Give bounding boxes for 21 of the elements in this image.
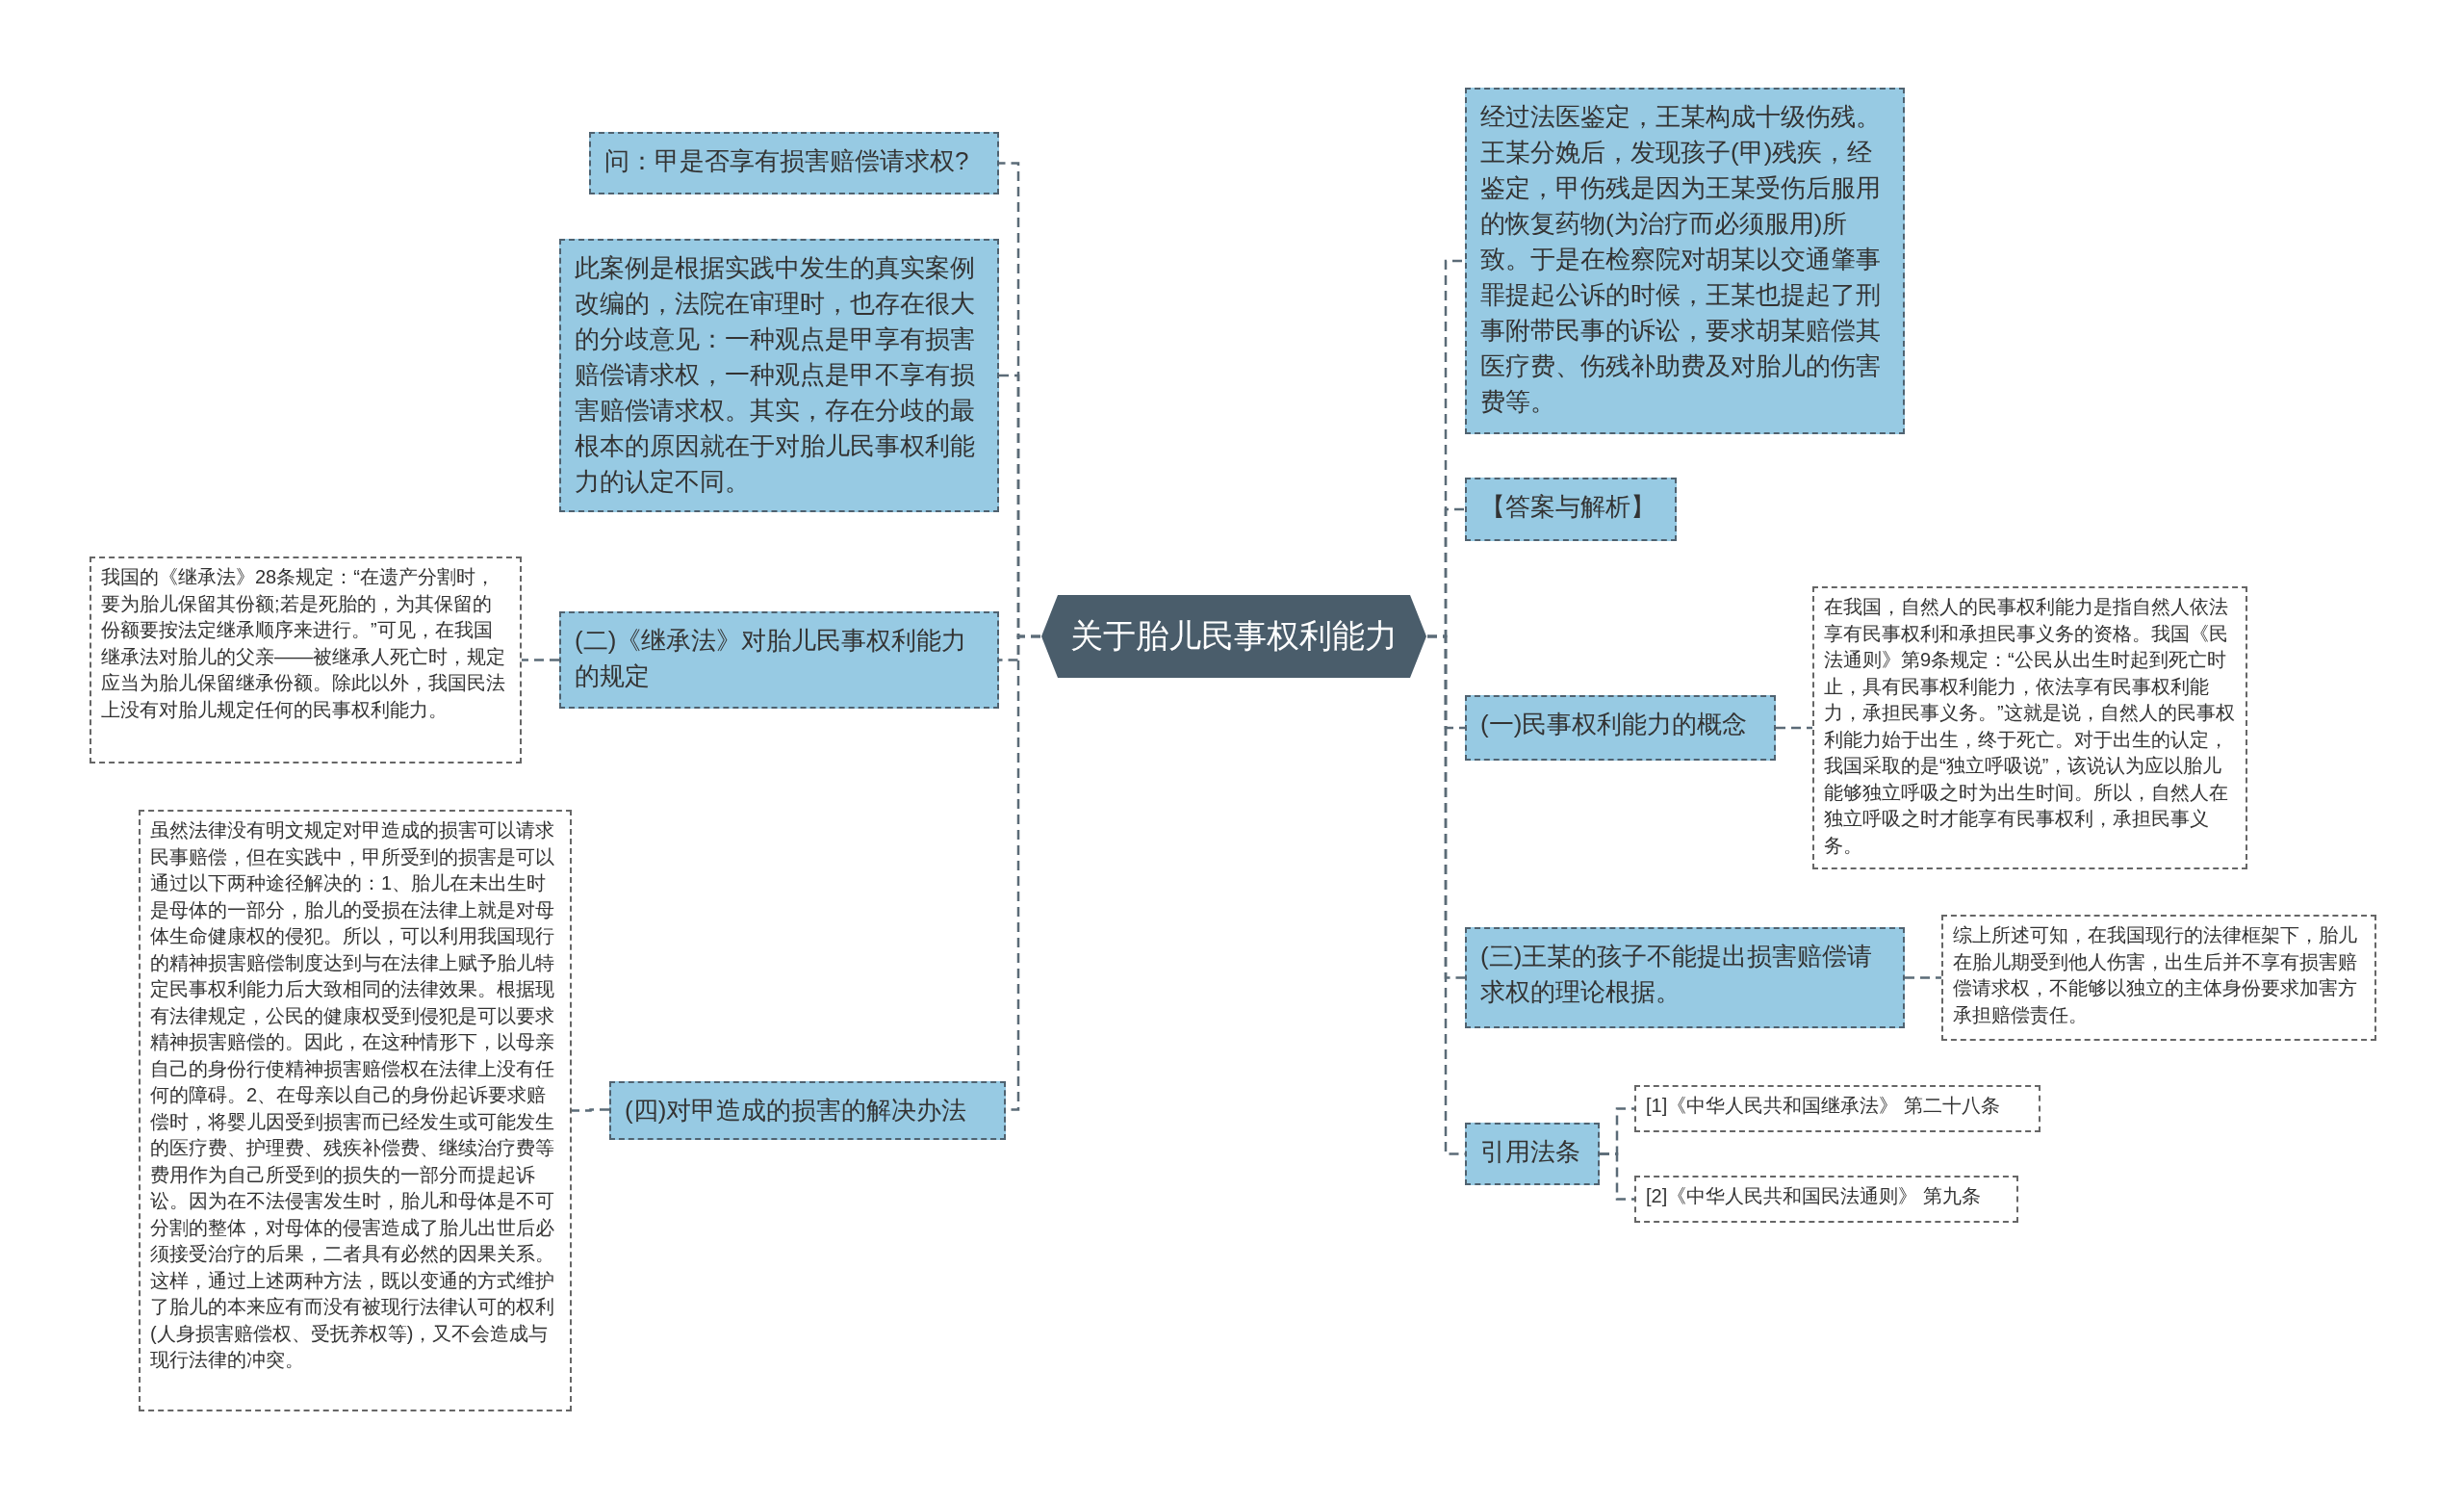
connector-line (522, 659, 559, 661)
topic-box: (二)《继承法》对胎儿民事权利能力的规定 (559, 611, 999, 709)
connector-line (1905, 976, 1941, 979)
topic-box: 经过法医鉴定，王某构成十级伤残。王某分娩后，发现孩子(甲)残疾，经鉴定，甲伤残是因为王某受伤后服用的恢复药物(为治疗而必须服用)所致。于是在检察院对胡某以交通肇事罪提起公诉的时候，王某也提起了刑事附带民事的诉讼，要求胡某赔偿其医疗费、伤残补助费及对胎儿的伤害费等。 (1465, 88, 1905, 434)
topic-box: 引用法条 (1465, 1123, 1600, 1185)
topic-box: 【答案与解析】 (1465, 478, 1677, 541)
topic-box: (一)民事权利能力的概念 (1465, 695, 1776, 761)
note-box: [1]《中华人民共和国继承法》 第二十八条 (1634, 1085, 2040, 1132)
note-box: 在我国，自然人的民事权利能力是指自然人依法享有民事权利和承担民事义务的资格。我国《民法通则》第9条规定：“公民从出生时起到死亡时止，具有民事权利能力，依法享有民事权利能力，承担民事义务。”这就是说，自然人的民事权利能力始于出生，终于死亡。对于出生的认定，我国采取的是“独立呼吸说”，该说认为应以胎儿能够独立呼吸之时为出生时间。所以，自然人在独立呼吸之时才能享有民事权利，承担民事义务。 (1812, 586, 2247, 869)
topic-box: (三)王某的孩子不能提出损害赔偿请求权的理论根据。 (1465, 927, 1905, 1028)
connector-line (1776, 726, 1812, 730)
central-topic: 关于胎儿民事权利能力 (1040, 594, 1427, 679)
topic-box: (四)对甲造成的损害的解决办法 (609, 1081, 1006, 1140)
topic-box: 问：甲是否享有损害赔偿请求权? (589, 132, 999, 194)
connector-line (1600, 1152, 1634, 1201)
topic-box: 此案例是根据实践中发生的真实案例改编的，法院在审理时，也存在很大的分歧意见：一种观点是甲享有损害赔偿请求权，一种观点是甲不享有损害赔偿请求权。其实，存在分歧的最根本的原因就在于对胎儿民事权利能力的认定不同。 (559, 239, 999, 512)
connector-line (572, 1108, 609, 1112)
note-box: 综上所述可知，在我国现行的法律框架下，胎儿在胎儿期受到他人伤害，出生后并不享有损害赔偿请求权，不能够以独立的主体身份要求加害方承担赔偿责任。 (1941, 915, 2376, 1041)
note-box: 我国的《继承法》28条规定：“在遗产分割时，要为胎儿保留其份额;若是死胎的，为其保留的份额要按法定继承顺序来进行。”可见，在我国继承法对胎儿的父亲——被继承人死亡时，规定应当为胎儿保留继承份额。除此以外，我国民法上没有对胎儿规定任何的民事权利能力。 (90, 556, 522, 763)
note-box: [2]《中华人民共和国民法通则》 第九条 (1634, 1176, 2018, 1223)
note-box: 虽然法律没有明文规定对甲造成的损害可以请求民事赔偿，但在实践中，甲所受到的损害是可以通过以下两种途径解决的：1、胎儿在未出生时是母体的一部分，胎儿的受损在法律上就是对母体生命健康权的侵犯。所以，可以利用我国现行的精神损害赔偿制度达到与在法律上赋予胎儿特定民事权利能力后大致相同的法律效果。根据现有法律规定，公民的健康权受到侵犯是可以要求精神损害赔偿的。因此，在这种情形下，以母亲自己的身份行使精神损害赔偿权在法律上没有任何的障碍。2、在母亲以自己的身份起诉要求赔偿时，将婴儿因受到损害而已经发生或可能发生的医疗费、护理费、残疾补偿费、继续治疗费等费用作为自己所受到的损失的一部分而提起诉讼。因为在不法侵害发生时，胎儿和母体是不可分割的整体，对母体的侵害造成了胎儿出世后必须接受治疗的后果，二者具有必然的因果关系。这样，通过上述两种方法，既以变通的方式维护了胎儿的本来应有而没有被现行法律认可的权利(人身损害赔偿权、受抚养权等)，又不会造成与现行法律的冲突。 (139, 810, 572, 1411)
